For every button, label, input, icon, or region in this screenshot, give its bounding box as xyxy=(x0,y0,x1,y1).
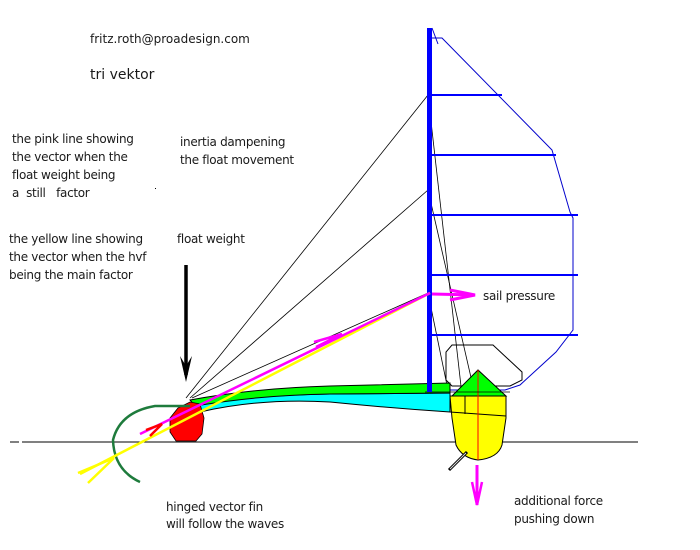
yellow-line-note-1: the yellow line showing xyxy=(9,232,143,246)
hinged-fin-note-2: will follow the waves xyxy=(166,517,284,531)
pink-line-note-2: the vector when the xyxy=(12,150,128,164)
rudder-pencil-fill xyxy=(449,452,467,470)
pink-line-note-4: a still factor xyxy=(12,186,90,200)
pink-vector xyxy=(139,291,431,436)
forestay-1 xyxy=(427,94,463,396)
yellow-line-note-2: the vector when the hvf xyxy=(9,250,147,264)
cabin-outline xyxy=(445,344,523,387)
hinged-vector-fin xyxy=(111,404,190,484)
sail-head-mark xyxy=(431,27,439,45)
mast xyxy=(427,28,432,392)
float-weight-arrowhead xyxy=(180,356,192,382)
author-email: fritz.roth@proadesign.com xyxy=(90,32,250,46)
main-hull-bow xyxy=(450,369,508,397)
diagram-title: tri vektor xyxy=(90,67,155,83)
red-vector-arrowhead xyxy=(145,422,163,437)
pink-vector-arrowhead xyxy=(313,332,343,349)
shroud-lower xyxy=(191,292,429,399)
pink-line-note-3: float weight being xyxy=(12,168,116,182)
float-weight-label: float weight xyxy=(177,232,245,246)
forestay-2 xyxy=(427,189,476,396)
stray-dot xyxy=(155,188,156,189)
yellow-line-note-3: being the main factor xyxy=(9,268,133,282)
yellow-vector-tail-1 xyxy=(77,456,115,475)
yellow-vector xyxy=(79,291,431,476)
hinged-fin-note-1: hinged vector fin xyxy=(166,500,263,514)
pink-line-note-1: the pink line showing xyxy=(12,132,134,146)
sail-pressure-label: sail pressure xyxy=(483,289,556,303)
shroud-upper xyxy=(185,94,429,399)
inertia-note-1: inertia dampening xyxy=(180,135,286,149)
yellow-vector-tail-2 xyxy=(87,457,115,484)
additional-force-arrowhead xyxy=(470,481,484,506)
additional-force-note-2: pushing down xyxy=(514,512,595,526)
inertia-note-2: the float movement xyxy=(180,153,294,167)
sail-pressure-arrowhead xyxy=(449,288,476,302)
float-hull xyxy=(169,401,205,442)
shroud-middle xyxy=(189,189,429,399)
additional-force-note-1: additional force xyxy=(514,494,603,508)
